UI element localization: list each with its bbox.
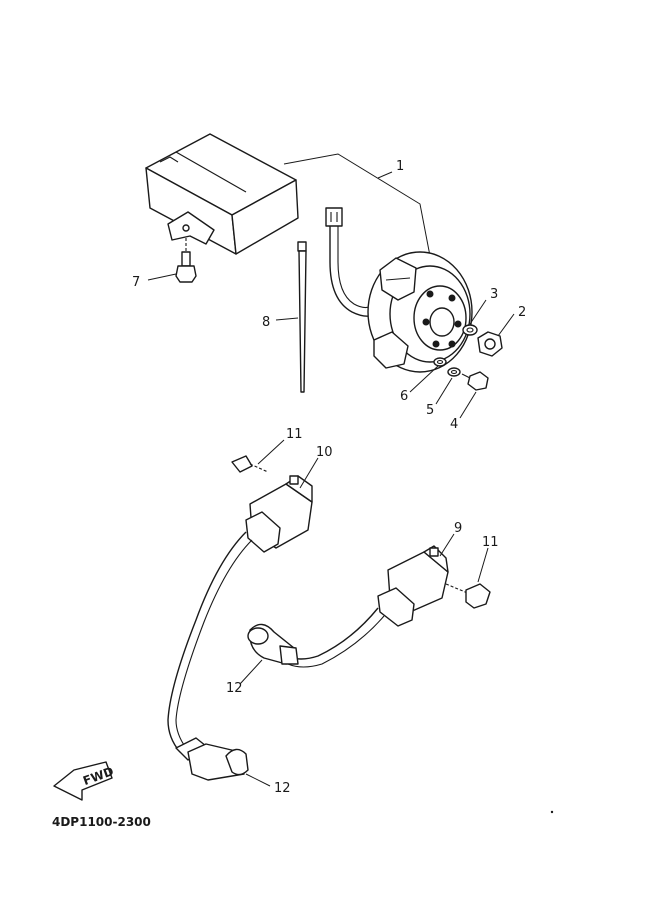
callout-11-upper: 11 [286,427,303,442]
callout-11-right: 11 [482,535,499,550]
washer-6 [433,357,447,367]
ignition-coil-9 [377,545,449,627]
nut-2 [477,331,503,357]
callout-12-upper: 12 [226,681,243,696]
washer-3 [462,324,478,336]
callout-3: 3 [490,287,498,302]
callout-2: 2 [518,305,526,320]
callout-8: 8 [262,315,270,330]
bolt-7 [175,238,197,283]
stray-mark [550,810,554,814]
callout-12-lower: 12 [274,781,291,796]
callout-labels: 1 2 3 4 5 6 7 8 9 10 11 11 12 12 [132,159,526,796]
cable-tie-8 [297,241,307,393]
callout-5: 5 [426,403,434,418]
callout-9: 9 [454,521,462,536]
plug-cap-12-upper [247,623,299,665]
drawing-code: 4DP1100-2300 [52,815,151,829]
stator-assembly [325,207,473,373]
callout-6: 6 [400,389,408,404]
callout-7: 7 [132,275,140,290]
fwd-arrow-icon: FWD [53,761,115,801]
cdi-unit [145,133,299,255]
callout-1: 1 [396,159,404,174]
ht-lead-coil-10 [167,531,247,753]
callout-10: 10 [316,445,333,460]
ht-lead-coil-9 [285,607,379,660]
ignition-coil-10 [231,455,313,553]
plug-cap-12-lower [175,737,249,781]
cdi-wire [283,153,431,257]
leader-lines [147,171,515,787]
bolt-11-right [445,583,491,609]
screw-4 [461,371,489,391]
washer-5 [447,367,461,377]
callout-4: 4 [450,417,458,432]
